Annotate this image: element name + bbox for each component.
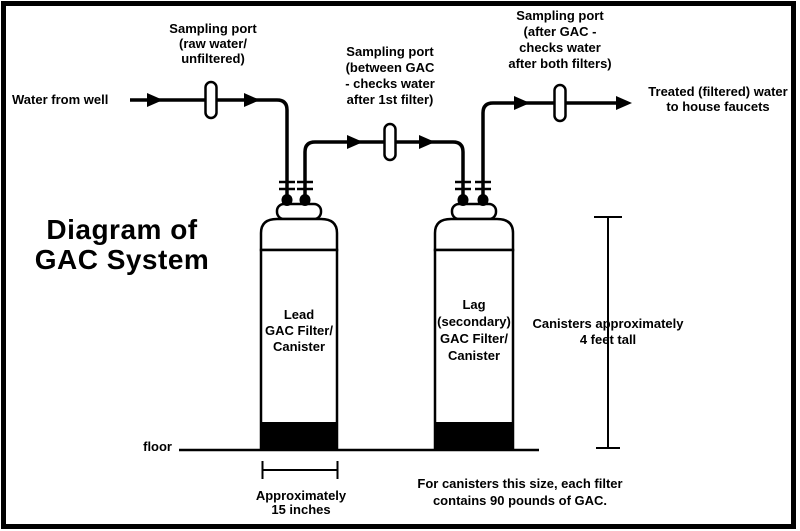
flow-arrow-icon [419, 135, 435, 149]
valve-icon [299, 194, 311, 206]
flow-arrow-icon [616, 96, 632, 110]
width-dimension [261, 461, 339, 479]
flow-arrow-icon [147, 93, 163, 107]
lead-canister-base [261, 422, 337, 449]
pipes-group [130, 98, 618, 197]
inlet-pipe [130, 98, 289, 197]
lead-canister-neck [275, 202, 323, 221]
sampling-port-icons-group [204, 80, 567, 162]
flow-arrows-group [147, 93, 632, 149]
sampling-port-icon [204, 80, 218, 120]
flow-arrow-icon [244, 93, 260, 107]
canister-fittings-group [279, 180, 491, 206]
floor-label: floor [143, 439, 172, 454]
valve-icon [281, 194, 293, 206]
treated-water-label: Treated (filtered) water to house faucet… [648, 84, 788, 114]
valve-icon [457, 194, 469, 206]
outlet-pipe [481, 101, 618, 197]
lead-canister-dome [259, 217, 339, 252]
canister-height-note: Canisters approximately 4 feet tall [532, 316, 684, 347]
sampling-port-between-label: Sampling port (between GAC - checks wate… [345, 44, 435, 107]
sampling-port-icon [553, 83, 567, 123]
height-dimension [594, 216, 622, 449]
flow-arrow-icon [514, 96, 530, 110]
canister-width-note: Approximately 15 inches [255, 488, 347, 517]
water-from-well-label: Water from well [12, 92, 109, 107]
lead-canister-label: Lead GAC Filter/ Canister [265, 307, 333, 354]
flow-arrow-icon [347, 135, 363, 149]
lag-canister-label: Lag (secondary) GAC Filter/ Canister [437, 297, 511, 363]
sampling-port-after-label: Sampling port (after GAC - checks water … [508, 8, 612, 71]
lead-canister [259, 202, 339, 451]
diagram-title: Diagram of GAC System [34, 214, 210, 275]
lag-canister [433, 202, 515, 451]
valve-icon [477, 194, 489, 206]
canister-contents-note: For canisters this size, each filter con… [417, 476, 623, 508]
sampling-port-icon [383, 122, 397, 162]
lag-canister-neck [450, 202, 498, 221]
lag-canister-base [435, 422, 513, 449]
lag-canister-dome [433, 217, 515, 252]
lag-canister-body [433, 248, 515, 451]
sampling-port-raw-label: Sampling port (raw water/ unfiltered) [169, 21, 257, 66]
